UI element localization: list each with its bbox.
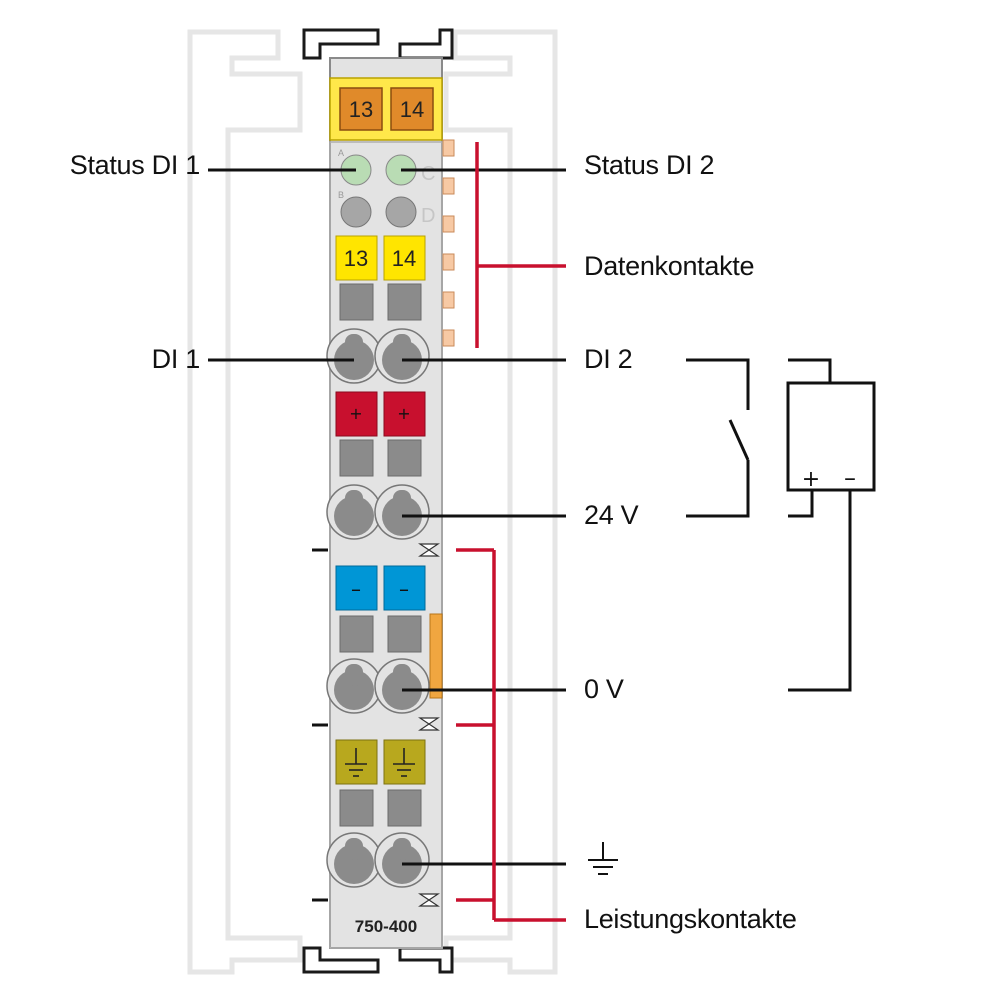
led-letter-c: C — [421, 163, 435, 185]
data-contacts-bracket — [475, 142, 566, 348]
label-leistungskontakte: Leistungskontakte — [584, 904, 797, 934]
side-orange-contact — [429, 613, 443, 699]
clamp-row-3 — [326, 658, 430, 714]
terminal-minus-1-label: – — [351, 577, 361, 601]
terminal-marker-14 — [383, 235, 426, 281]
terminal-plus-1-label: + — [349, 404, 362, 423]
switch-wire-top — [686, 358, 750, 410]
top-marker-13-label: 13 — [349, 97, 373, 122]
terminal-plus-1 — [335, 391, 378, 437]
ground-symbol-terminal-1 — [345, 748, 367, 777]
terminal-minus-2-label: – — [399, 577, 409, 601]
ground-icon — [588, 842, 618, 875]
ground-symbol-terminal-2 — [393, 748, 415, 777]
din-rail-clips — [302, 28, 454, 974]
led-d — [385, 196, 417, 228]
switch-wire-bottom — [686, 460, 750, 518]
clamp-row-2 — [326, 484, 430, 540]
release-button-4a — [339, 789, 374, 827]
led-letter-a: A — [338, 148, 344, 158]
module-inner-frame — [329, 141, 443, 949]
release-button-3a — [339, 615, 374, 653]
top-marker-14-label: 14 — [400, 97, 424, 122]
top-marker-13 — [339, 87, 383, 131]
release-button-4b — [387, 789, 422, 827]
part-number: 750-400 — [355, 917, 417, 936]
label-datenkontakte: Datenkontakte — [584, 251, 754, 281]
led-letter-d: D — [421, 205, 435, 227]
led-b — [340, 196, 372, 228]
release-button-2a — [339, 439, 374, 477]
supply-plus-label: + — [802, 467, 820, 492]
power-contact-markers — [418, 543, 440, 907]
supply-wire-top — [788, 358, 832, 383]
led-letter-b: B — [338, 190, 344, 200]
terminal-plus-2 — [383, 391, 426, 437]
leader-lines — [208, 168, 566, 866]
terminal-minus-2 — [383, 565, 426, 611]
supply-wire-minus — [788, 490, 852, 692]
power-contacts-bracket — [456, 548, 566, 922]
clamp-row-4 — [326, 832, 430, 888]
neighbor-module-outlines — [187, 29, 558, 975]
label-status-di2: Status DI 2 — [584, 150, 714, 180]
label-di2: DI 2 — [584, 344, 632, 374]
label-0v: 0 V — [584, 674, 624, 704]
terminal-13-label: 13 — [344, 246, 368, 271]
terminal-plus-2-label: + — [397, 404, 410, 423]
side-ticks — [312, 548, 328, 902]
label-24v: 24 V — [584, 500, 639, 530]
release-button-3b — [387, 615, 422, 653]
top-marker-14 — [390, 87, 434, 131]
terminal-minus-1 — [335, 565, 378, 611]
label-status-di1: Status DI 1 — [70, 150, 200, 180]
terminal-marker-13 — [335, 235, 378, 281]
release-button-1b — [387, 283, 422, 321]
data-contact-tabs — [442, 139, 455, 347]
release-button-2b — [387, 439, 422, 477]
release-button-1a — [339, 283, 374, 321]
supply-wire-plus — [788, 490, 814, 518]
label-di1: DI 1 — [152, 344, 200, 374]
switch-contact — [728, 419, 750, 461]
terminal-14-label: 14 — [392, 246, 416, 271]
power-supply-box — [786, 381, 876, 492]
external-circuit — [686, 358, 876, 692]
supply-minus-label: – — [844, 464, 856, 492]
